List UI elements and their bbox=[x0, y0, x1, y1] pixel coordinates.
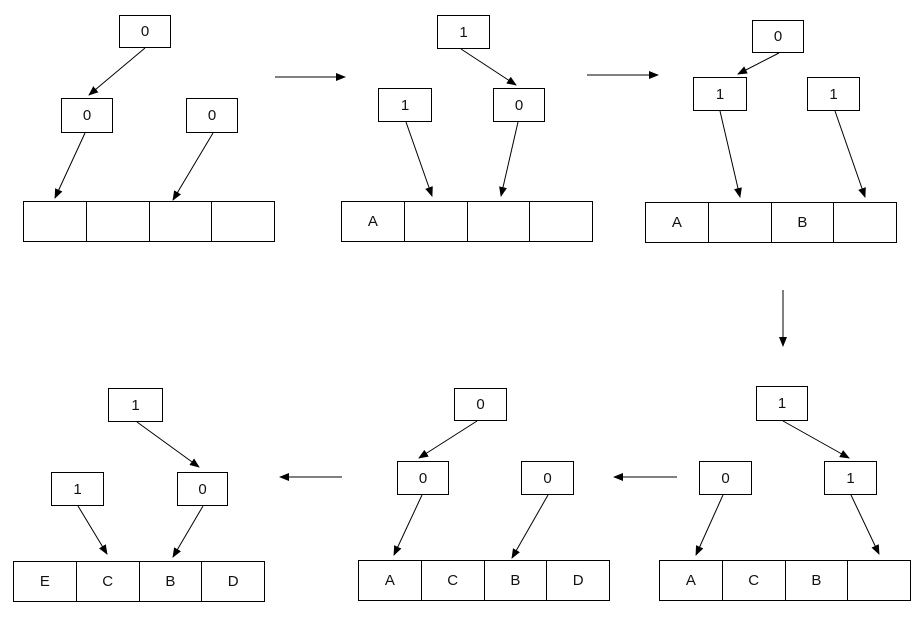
buffer-array: A B bbox=[645, 202, 897, 243]
array-cell bbox=[848, 561, 910, 600]
array-cell: A bbox=[342, 202, 405, 241]
pointer-node-right: 1 bbox=[807, 77, 860, 111]
buffer-array: A bbox=[341, 201, 593, 242]
step1-root-to-left-arrow bbox=[88, 47, 146, 96]
step1-left-to-cell1-arrow bbox=[54, 132, 86, 199]
pointer-node-left: 1 bbox=[378, 88, 432, 122]
step4-right-to-cell4-arrow bbox=[850, 494, 880, 555]
array-cell bbox=[405, 202, 468, 241]
pointer-node-top: 1 bbox=[756, 386, 808, 421]
array-cell: A bbox=[646, 203, 709, 242]
array-cell: B bbox=[140, 562, 203, 601]
array-cell: D bbox=[227, 573, 239, 590]
step1-right-to-cell3-arrow bbox=[172, 132, 214, 201]
pointer-node-left: 1 bbox=[693, 77, 747, 111]
step5-right-to-cell3-arrow bbox=[511, 494, 549, 559]
pointer-node-right: 1 bbox=[824, 461, 877, 495]
pointer-node-left: 0 bbox=[61, 98, 113, 133]
pointer-node-right: 0 bbox=[177, 472, 228, 506]
array-cell: B bbox=[485, 561, 548, 600]
buffer-array: A C B D bbox=[358, 560, 610, 601]
pointer-node-right: 0 bbox=[493, 88, 545, 122]
array-cell bbox=[709, 203, 772, 242]
step3-right-to-cell4-arrow bbox=[834, 110, 866, 198]
step2-left-to-cell2-arrow bbox=[405, 121, 433, 197]
array-cell: A bbox=[660, 561, 723, 600]
array-cell bbox=[150, 202, 213, 241]
pointer-node-left: 0 bbox=[699, 461, 752, 495]
pointer-node-top: 0 bbox=[752, 20, 804, 53]
array-cell: C bbox=[77, 562, 140, 601]
array-cell: D bbox=[572, 572, 584, 589]
array-cell: C bbox=[422, 561, 485, 600]
array-cell: E bbox=[14, 562, 77, 601]
buffer-array: E C B D bbox=[13, 561, 265, 602]
buffer-array bbox=[23, 201, 275, 242]
array-cell bbox=[87, 202, 150, 241]
array-cell: B bbox=[772, 203, 835, 242]
step2-right-to-cell3-arrow bbox=[499, 121, 519, 197]
pointer-node-top: 0 bbox=[454, 388, 507, 421]
array-cell: A bbox=[359, 561, 422, 600]
pointer-node-left: 0 bbox=[397, 461, 449, 495]
step6-root-to-right-arrow bbox=[136, 421, 200, 468]
pointer-node-top: 1 bbox=[437, 15, 490, 49]
step5-left-to-cell1-arrow bbox=[393, 494, 423, 556]
array-cell: C bbox=[723, 561, 786, 600]
pointer-node-top: 1 bbox=[108, 388, 163, 422]
pointer-node-right: 0 bbox=[521, 461, 574, 495]
pointer-node-left: 1 bbox=[51, 472, 104, 506]
step5-root-to-left-arrow bbox=[418, 420, 478, 459]
pointer-node-right: 0 bbox=[186, 98, 238, 133]
step3-left-to-cell2-arrow bbox=[719, 110, 742, 198]
step2-root-to-right-arrow bbox=[460, 48, 517, 86]
array-cell bbox=[530, 202, 592, 241]
buffer-array: A C B bbox=[659, 560, 911, 601]
array-cell bbox=[834, 203, 896, 242]
step6-left-to-cell2-arrow bbox=[77, 505, 108, 555]
step4-root-to-right-arrow bbox=[782, 420, 850, 459]
array-cell bbox=[24, 202, 87, 241]
array-cell bbox=[212, 202, 274, 241]
pointer-node-top: 0 bbox=[119, 15, 171, 48]
step4-left-to-cell1-arrow bbox=[695, 494, 724, 556]
step6-right-to-cell3-arrow bbox=[172, 505, 204, 558]
step3-root-to-left-arrow bbox=[737, 52, 780, 75]
array-cell bbox=[468, 202, 531, 241]
array-cell: B bbox=[786, 561, 849, 600]
